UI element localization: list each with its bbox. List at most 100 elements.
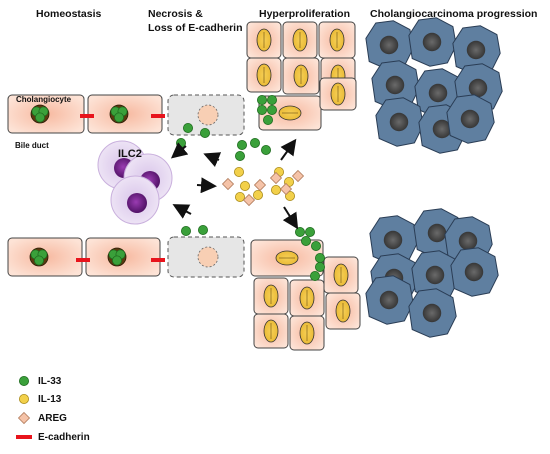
il33-molecule bbox=[304, 226, 315, 237]
il33-molecule bbox=[35, 112, 46, 123]
legend-il13-label: IL-13 bbox=[38, 394, 62, 405]
tumor-cell bbox=[446, 94, 495, 144]
il33-molecule bbox=[314, 252, 325, 263]
il33-molecule bbox=[309, 270, 320, 281]
il13-molecule bbox=[233, 166, 244, 177]
flow-arrow bbox=[282, 206, 299, 230]
tumor-cell bbox=[414, 68, 463, 118]
tumor-cell bbox=[408, 17, 457, 67]
legend-ecadherin-symbol bbox=[16, 435, 32, 439]
proliferating-cell bbox=[325, 292, 361, 330]
proliferating-cell bbox=[319, 77, 357, 111]
tumor-nucleus bbox=[385, 75, 405, 95]
tumor-cell bbox=[452, 25, 501, 75]
tumor-nucleus bbox=[460, 109, 480, 129]
areg-molecule bbox=[221, 177, 235, 191]
il33-molecule bbox=[234, 150, 245, 161]
tumor-nucleus bbox=[466, 40, 486, 60]
cholangiocarcinoma-header: Cholangiocarcinoma progression bbox=[370, 8, 538, 20]
necrotic-cell bbox=[167, 236, 245, 278]
tumor-cluster-layer bbox=[365, 17, 503, 338]
proliferating-cell bbox=[318, 21, 356, 59]
bile-duct-layer bbox=[7, 94, 245, 278]
tumor-cell bbox=[375, 97, 424, 147]
areg-molecule bbox=[242, 193, 256, 207]
areg-molecule bbox=[253, 178, 267, 192]
tumor-nucleus bbox=[383, 230, 403, 250]
proliferating-cell bbox=[323, 256, 359, 294]
fragmented-nucleus bbox=[197, 246, 219, 268]
tumor-nucleus bbox=[425, 265, 445, 285]
flow-arrow bbox=[196, 177, 217, 194]
bile-duct-label: Bile duct bbox=[15, 141, 49, 150]
il33-molecule bbox=[249, 137, 260, 148]
il13-molecule bbox=[239, 180, 250, 191]
ilc2-cell bbox=[110, 175, 160, 225]
il33-molecule bbox=[310, 240, 321, 251]
proliferating-cell bbox=[258, 95, 322, 131]
hyperproliferation-header: Hyperproliferation bbox=[259, 8, 351, 20]
proliferating-cell bbox=[282, 21, 318, 59]
proliferating-cell bbox=[253, 313, 289, 349]
tumor-nucleus bbox=[432, 119, 452, 139]
arrows-layer bbox=[170, 138, 299, 230]
il33-molecule bbox=[266, 105, 277, 116]
ilc2-label: ILC2 bbox=[118, 148, 142, 160]
ilc2-layer bbox=[97, 140, 173, 225]
tumor-nucleus bbox=[389, 112, 409, 132]
legend-il13-symbol bbox=[18, 393, 29, 404]
necrosis-header-line2: Loss of E-cadherin bbox=[148, 22, 243, 34]
flow-arrow bbox=[172, 204, 192, 219]
il33-molecule bbox=[112, 255, 123, 266]
proliferating-cell bbox=[289, 315, 325, 351]
il13-molecule bbox=[270, 184, 281, 195]
tumor-nucleus bbox=[379, 35, 399, 55]
cholangiocyte-cell bbox=[87, 94, 163, 134]
proliferating-cell bbox=[253, 277, 289, 315]
tumor-cell bbox=[450, 247, 499, 297]
il33-molecule bbox=[114, 112, 125, 123]
legend-symbols-layer bbox=[16, 375, 32, 439]
il13-molecule bbox=[252, 189, 263, 200]
e-cadherin-junction bbox=[80, 114, 94, 118]
molecules-layer bbox=[175, 95, 325, 281]
proliferating-cell bbox=[246, 21, 282, 59]
e-cadherin-junction bbox=[151, 258, 165, 262]
il33-molecule bbox=[260, 144, 271, 155]
il33-molecule bbox=[262, 115, 273, 126]
il13-molecule bbox=[284, 190, 295, 201]
areg-molecule bbox=[279, 182, 293, 196]
proliferating-cell bbox=[289, 279, 325, 317]
tumor-nucleus bbox=[379, 290, 399, 310]
il33-molecule bbox=[300, 235, 311, 246]
fragmented-nucleus bbox=[197, 104, 219, 126]
legend-areg-symbol bbox=[17, 411, 31, 425]
proliferating-cell bbox=[246, 57, 282, 93]
cholangiocyte-cell bbox=[7, 237, 83, 277]
tumor-cell bbox=[365, 275, 414, 325]
legend-areg-label: AREG bbox=[38, 413, 67, 424]
il33-molecule bbox=[34, 255, 45, 266]
cholangiocyte-cell bbox=[85, 237, 161, 277]
tumor-nucleus bbox=[468, 78, 488, 98]
il33-molecule bbox=[294, 226, 305, 237]
necrosis-header-line1: Necrosis & bbox=[148, 8, 203, 20]
il33-molecule bbox=[197, 224, 208, 235]
tumor-cell bbox=[408, 288, 457, 338]
il33-molecule bbox=[199, 127, 210, 138]
proliferating-cell bbox=[282, 57, 320, 95]
ilc2-nucleus bbox=[127, 193, 147, 213]
proliferating-cells-layer bbox=[246, 21, 361, 351]
legend-il33-label: IL-33 bbox=[38, 376, 62, 387]
il33-molecule bbox=[256, 105, 267, 116]
e-cadherin-junction bbox=[151, 114, 165, 118]
flow-arrow bbox=[280, 138, 297, 161]
tumor-nucleus bbox=[464, 262, 484, 282]
tumor-nucleus bbox=[422, 303, 442, 323]
tumor-nucleus bbox=[427, 223, 447, 243]
flow-arrow bbox=[170, 142, 189, 159]
tumor-nucleus bbox=[422, 32, 442, 52]
legend-il33-symbol bbox=[18, 375, 29, 386]
